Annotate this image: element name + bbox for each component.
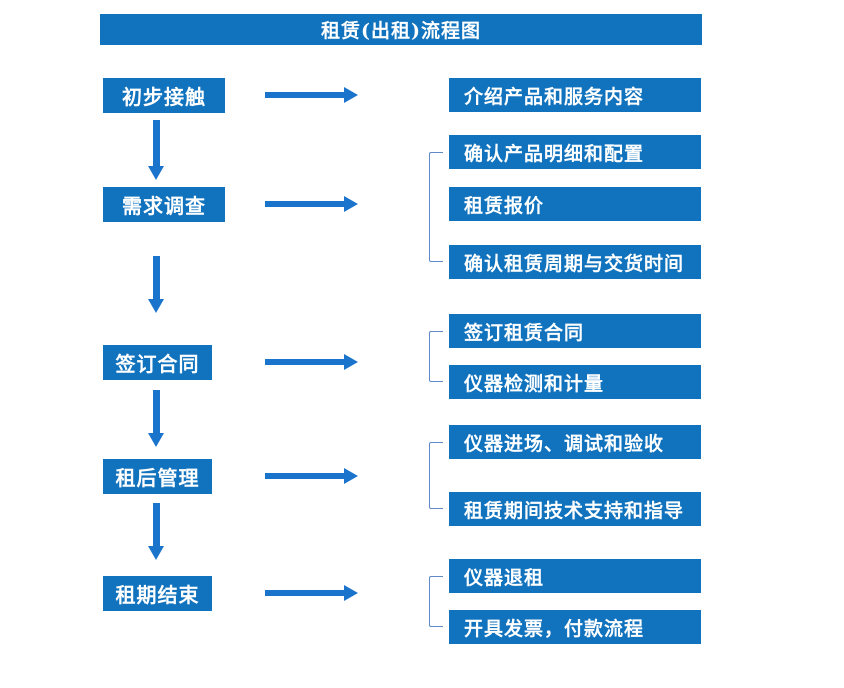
arrow-shaft <box>265 92 344 98</box>
group-bracket-icon-lease-end <box>429 576 443 627</box>
step-box-sign-contract: 签订合同 <box>103 345 212 380</box>
arrow-shaft <box>153 256 160 300</box>
arrow-right-icon-3 <box>265 354 358 370</box>
detail-box-instrument-testing: 仪器检测和计量 <box>449 365 701 399</box>
group-bracket-icon-demand-survey <box>429 152 443 262</box>
detail-box-rental-quote: 租赁报价 <box>449 187 701 221</box>
arrow-down-icon-2 <box>148 256 165 313</box>
detail-box-tech-support: 租赁期间技术支持和指导 <box>449 492 701 526</box>
step-box-demand-survey: 需求调查 <box>103 187 225 222</box>
arrow-head <box>148 546 164 560</box>
arrow-head <box>344 585 358 601</box>
detail-box-sign-rental-contract: 签订租赁合同 <box>449 314 701 348</box>
group-bracket-icon-post-rental <box>429 442 443 509</box>
arrow-down-icon-4 <box>148 503 165 560</box>
group-bracket-icon-sign-contract <box>429 331 443 382</box>
arrow-down-icon-1 <box>148 120 165 180</box>
arrow-head <box>344 468 358 484</box>
step-box-initial-contact: 初步接触 <box>103 78 225 113</box>
arrow-head <box>344 354 358 370</box>
step-box-post-rental-management: 租后管理 <box>103 459 212 494</box>
arrow-head <box>148 299 164 313</box>
arrow-right-icon-5 <box>265 585 358 601</box>
arrow-right-icon-1 <box>265 87 358 103</box>
arrow-shaft <box>153 390 160 434</box>
arrow-shaft <box>265 201 344 207</box>
arrow-shaft <box>265 473 344 479</box>
detail-box-confirm-product-details: 确认产品明细和配置 <box>449 135 701 169</box>
arrow-right-icon-2 <box>265 196 358 212</box>
arrow-head <box>344 196 358 212</box>
step-box-lease-end: 租期结束 <box>103 576 212 611</box>
arrow-down-icon-3 <box>148 390 165 447</box>
arrow-head <box>344 87 358 103</box>
arrow-shaft <box>265 359 344 365</box>
detail-box-invoice-payment: 开具发票，付款流程 <box>449 610 701 644</box>
detail-box-instrument-return: 仪器退租 <box>449 559 701 593</box>
detail-box-instrument-setup-acceptance: 仪器进场、调试和验收 <box>449 425 701 459</box>
detail-box-introduce-products: 介绍产品和服务内容 <box>449 78 701 112</box>
page-title: 租赁(出租)流程图 <box>100 14 702 45</box>
arrow-shaft <box>153 120 160 167</box>
arrow-right-icon-4 <box>265 468 358 484</box>
arrow-head <box>148 433 164 447</box>
detail-box-confirm-rental-period: 确认租赁周期与交货时间 <box>449 245 701 279</box>
arrow-shaft <box>265 590 344 596</box>
arrow-head <box>148 166 164 180</box>
arrow-shaft <box>153 503 160 547</box>
